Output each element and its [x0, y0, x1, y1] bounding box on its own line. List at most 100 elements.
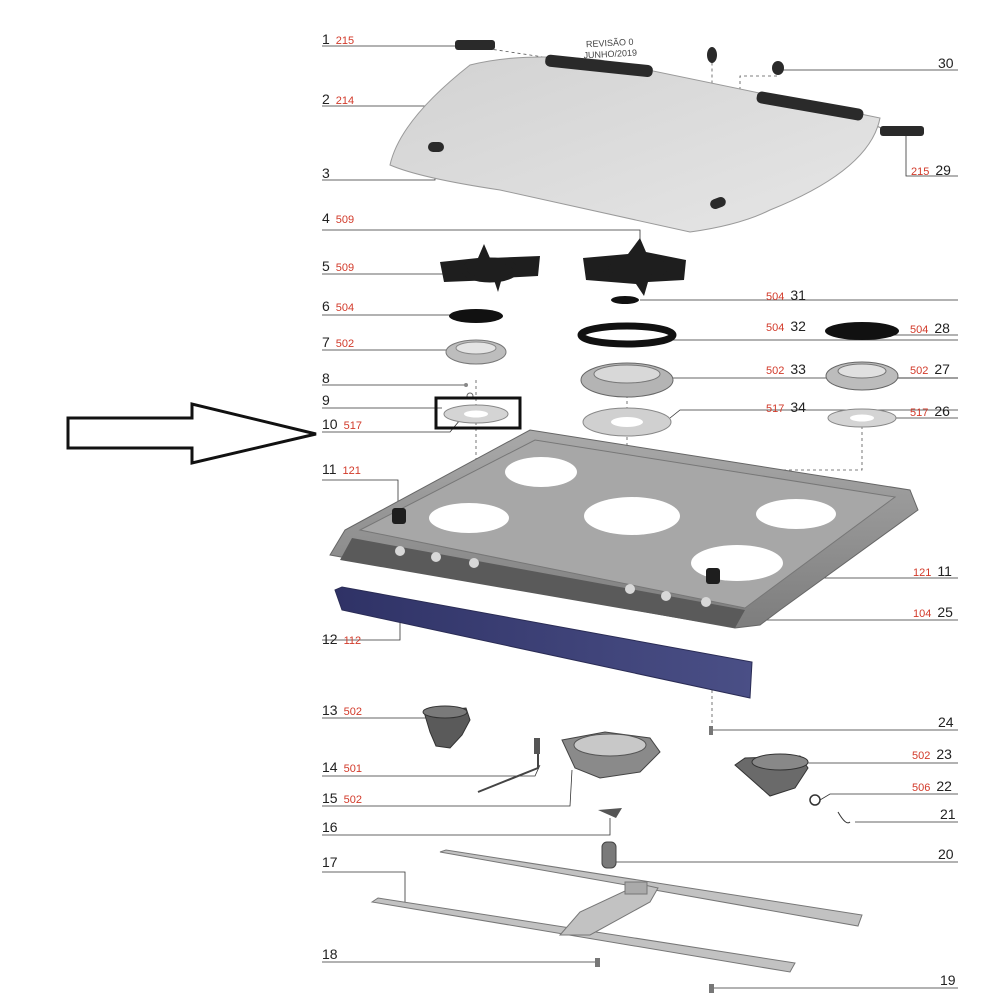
- callout-8: 8: [322, 370, 330, 386]
- callout-number: 15: [322, 790, 338, 806]
- callout-number: 30: [938, 55, 954, 71]
- callout-number: 18: [322, 946, 338, 962]
- pan-supports: [440, 238, 686, 296]
- callout-number: 3: [322, 165, 330, 181]
- callout-10: 10 517: [322, 416, 362, 434]
- callout-code: 502: [343, 794, 362, 806]
- callout-15: 15 502: [322, 790, 362, 808]
- callout-11-left: 11 121: [322, 461, 361, 479]
- callout-number: 32: [790, 318, 806, 334]
- callout-24: 24: [938, 714, 954, 730]
- callout-number: 21: [940, 806, 956, 822]
- glass-cover: [389, 54, 881, 233]
- callout-20: 20: [938, 846, 954, 862]
- callout-number: 1: [322, 31, 330, 47]
- callout-9: 9: [322, 392, 330, 408]
- callout-number: 27: [934, 361, 950, 377]
- burner-crowns: [445, 339, 899, 398]
- callout-code: 502: [912, 750, 931, 762]
- callout-number: 26: [934, 403, 950, 419]
- callout-number: 11: [937, 563, 952, 579]
- callout-number: 31: [790, 287, 806, 303]
- callout-number: 13: [322, 702, 338, 718]
- callout-number: 25: [937, 604, 953, 620]
- callout-number: 20: [938, 846, 954, 862]
- callout-32: 504 32: [766, 318, 806, 336]
- callout-number: 12: [322, 631, 338, 647]
- callout-number: 9: [322, 392, 330, 408]
- burner-caps: [449, 296, 899, 348]
- callout-code: 517: [343, 420, 362, 432]
- callout-2: 2 214: [322, 91, 354, 109]
- callout-code: 502: [335, 338, 355, 350]
- callout-1: 1 215: [322, 31, 354, 49]
- hinge-parts: [455, 40, 924, 136]
- callout-number: 34: [790, 399, 806, 415]
- callout-code: 502: [343, 706, 362, 718]
- burner-rings: [443, 383, 897, 437]
- callout-code: 104: [913, 608, 932, 620]
- callout-18: 18: [322, 946, 338, 962]
- callout-25: 104 25: [913, 604, 953, 622]
- callout-number: 29: [935, 162, 951, 178]
- callout-code: 214: [335, 95, 355, 107]
- callout-number: 17: [322, 854, 338, 870]
- callout-27: 502 27: [910, 361, 950, 379]
- callout-code: 509: [335, 214, 355, 226]
- callout-number: 16: [322, 819, 338, 835]
- callout-number: 28: [934, 320, 950, 336]
- callout-19: 19: [940, 972, 956, 988]
- callout-31: 504 31: [766, 287, 806, 305]
- callout-number: 11: [322, 461, 337, 477]
- callout-30: 30: [938, 55, 954, 71]
- callout-3: 3: [322, 165, 330, 181]
- callout-number: 33: [790, 361, 806, 377]
- callout-13: 13 502: [322, 702, 362, 720]
- pointer-arrow-icon: [66, 402, 317, 465]
- callout-number: 6: [322, 298, 330, 314]
- callout-code: 502: [766, 365, 785, 377]
- callout-number: 23: [936, 746, 952, 762]
- callout-code: 215: [335, 35, 355, 47]
- callout-number: 4: [322, 210, 330, 226]
- callout-code: 502: [910, 365, 929, 377]
- callout-26: 517 26: [910, 403, 950, 421]
- callout-number: 14: [322, 759, 338, 775]
- callout-code: 215: [911, 166, 930, 178]
- callout-34: 517 34: [766, 399, 806, 417]
- callout-21: 21: [940, 806, 956, 822]
- callout-code: 121: [342, 465, 361, 477]
- callout-number: 5: [322, 258, 330, 274]
- callout-code: 504: [766, 322, 785, 334]
- callout-number: 8: [322, 370, 330, 386]
- callout-code: 517: [910, 407, 929, 419]
- callout-4: 4 509: [322, 210, 354, 228]
- callout-number: 10: [322, 416, 338, 432]
- cooktop-frame: [329, 429, 919, 629]
- callout-code: 504: [910, 324, 929, 336]
- callout-code: 504: [766, 291, 785, 303]
- small-hardware: [477, 726, 851, 993]
- callout-33: 502 33: [766, 361, 806, 379]
- callout-number: 2: [322, 91, 330, 107]
- callout-7: 7 502: [322, 334, 354, 352]
- callout-code: 506: [912, 782, 931, 794]
- callout-11-right: 121 11: [913, 563, 952, 581]
- callout-28: 504 28: [910, 320, 950, 338]
- callout-22: 506 22: [912, 778, 952, 796]
- callout-code: 501: [343, 763, 362, 775]
- callout-code: 112: [343, 635, 362, 647]
- highlight-box: [434, 396, 522, 430]
- injector-holders: [422, 705, 809, 797]
- callout-23: 502 23: [912, 746, 952, 764]
- front-trim: [334, 586, 753, 699]
- callout-number: 7: [322, 334, 330, 350]
- callout-29: 215 29: [911, 162, 951, 180]
- callout-code: 121: [913, 567, 932, 579]
- callout-code: 517: [766, 403, 785, 415]
- callout-number: 22: [936, 778, 952, 794]
- support-rails: [370, 849, 863, 973]
- callout-17: 17: [322, 854, 338, 870]
